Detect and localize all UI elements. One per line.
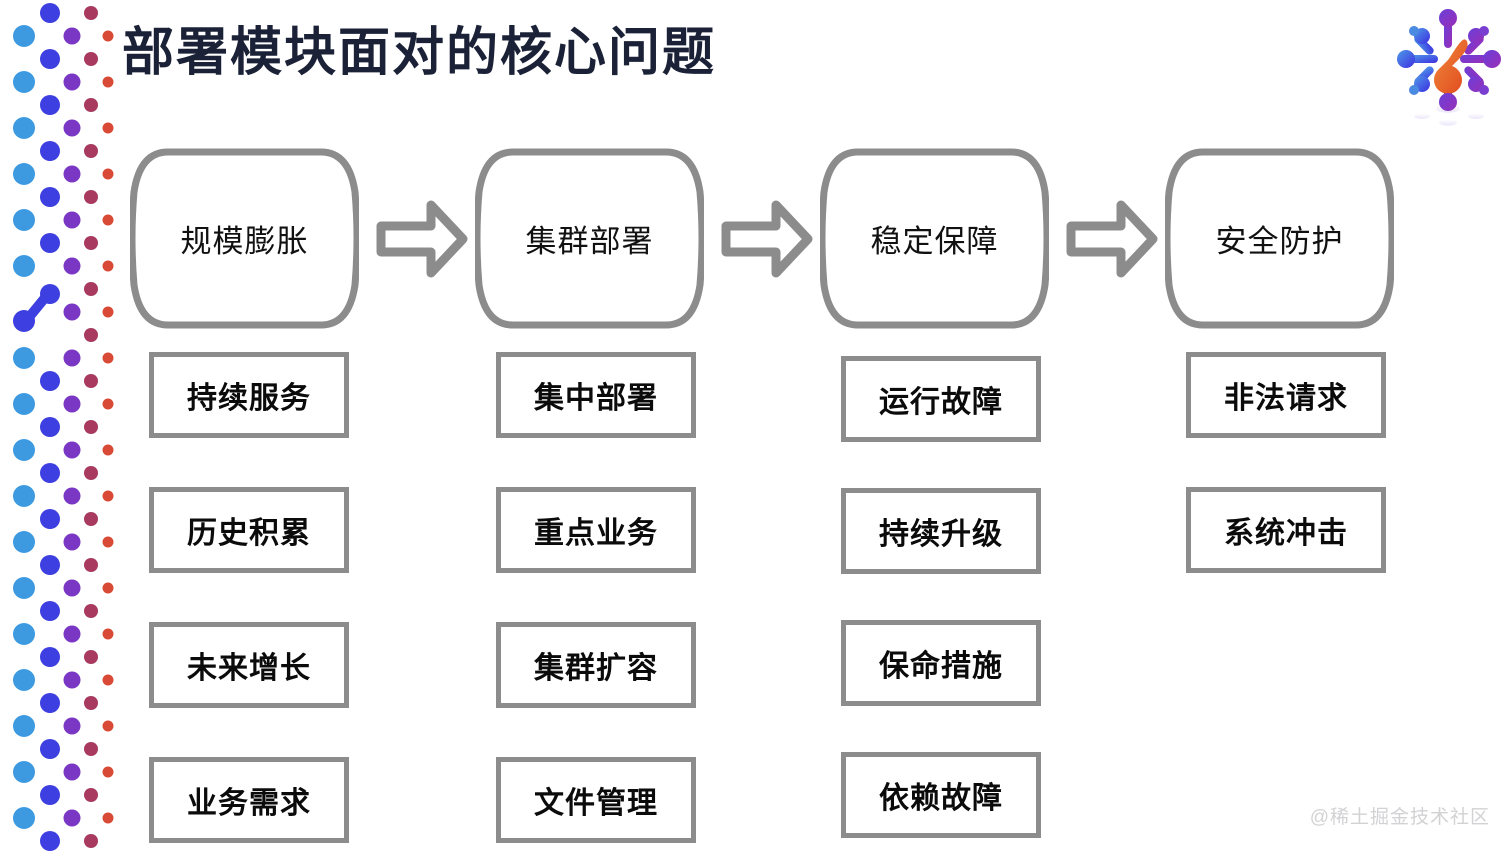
item-box-label: 重点业务 — [534, 517, 658, 550]
item-box-label: 运行故障 — [879, 386, 1003, 419]
flow-stage-label: 集群部署 — [525, 224, 654, 259]
flow-stage-4[interactable]: 安全防护 — [1165, 148, 1394, 329]
item-box[interactable]: 文件管理 — [496, 757, 696, 843]
item-box-label: 集群扩容 — [534, 652, 658, 685]
flow-stage-label: 规模膨胀 — [180, 224, 309, 259]
process-flow-row: 规模膨胀 集群部署 稳定保障 — [130, 148, 1420, 330]
flow-stage-2[interactable]: 集群部署 — [475, 148, 704, 329]
item-box-label: 保命措施 — [879, 650, 1003, 683]
item-box-label: 非法请求 — [1224, 382, 1348, 415]
flow-stage-1[interactable]: 规模膨胀 — [130, 148, 359, 329]
page-title: 部署模块面对的核心问题 — [122, 24, 717, 82]
item-box[interactable]: 历史积累 — [149, 487, 349, 573]
item-box-label: 系统冲击 — [1224, 517, 1348, 550]
flow-stage-label: 安全防护 — [1215, 224, 1344, 259]
capsule-shape-icon — [1165, 148, 1394, 329]
item-box[interactable]: 依赖故障 — [841, 752, 1041, 838]
item-box[interactable]: 保命措施 — [841, 620, 1041, 706]
capsule-shape-icon — [130, 148, 359, 329]
item-box[interactable]: 持续服务 — [149, 352, 349, 438]
item-box-label: 业务需求 — [187, 787, 311, 820]
arrow-right-icon-1 — [376, 200, 468, 278]
item-box[interactable]: 重点业务 — [496, 487, 696, 573]
item-box-label: 持续服务 — [187, 382, 311, 415]
capsule-shape-icon — [475, 148, 704, 329]
item-box[interactable]: 业务需求 — [149, 757, 349, 843]
item-box[interactable]: 运行故障 — [841, 356, 1041, 442]
arrow-right-icon-2 — [721, 200, 813, 278]
item-box[interactable]: 系统冲击 — [1186, 487, 1386, 573]
flow-stage-3[interactable]: 稳定保障 — [820, 148, 1049, 329]
item-box[interactable]: 持续升级 — [841, 488, 1041, 574]
item-box[interactable]: 非法请求 — [1186, 352, 1386, 438]
item-box-label: 集中部署 — [534, 382, 658, 415]
watermark-text: @稀土掘金技术社区 — [1309, 807, 1490, 828]
capsule-shape-icon — [820, 148, 1049, 329]
item-box-label: 未来增长 — [187, 652, 311, 685]
item-box[interactable]: 未来增长 — [149, 622, 349, 708]
item-box[interactable]: 集中部署 — [496, 352, 696, 438]
item-box-label: 历史积累 — [187, 517, 311, 550]
item-box-label: 持续升级 — [879, 518, 1003, 551]
flow-stage-label: 稳定保障 — [870, 224, 999, 259]
arrow-right-icon-3 — [1066, 200, 1158, 278]
item-box-label: 文件管理 — [534, 787, 658, 820]
item-box-label: 依赖故障 — [879, 782, 1003, 815]
brand-logo-icon — [1397, 9, 1501, 126]
item-box[interactable]: 集群扩容 — [496, 622, 696, 708]
